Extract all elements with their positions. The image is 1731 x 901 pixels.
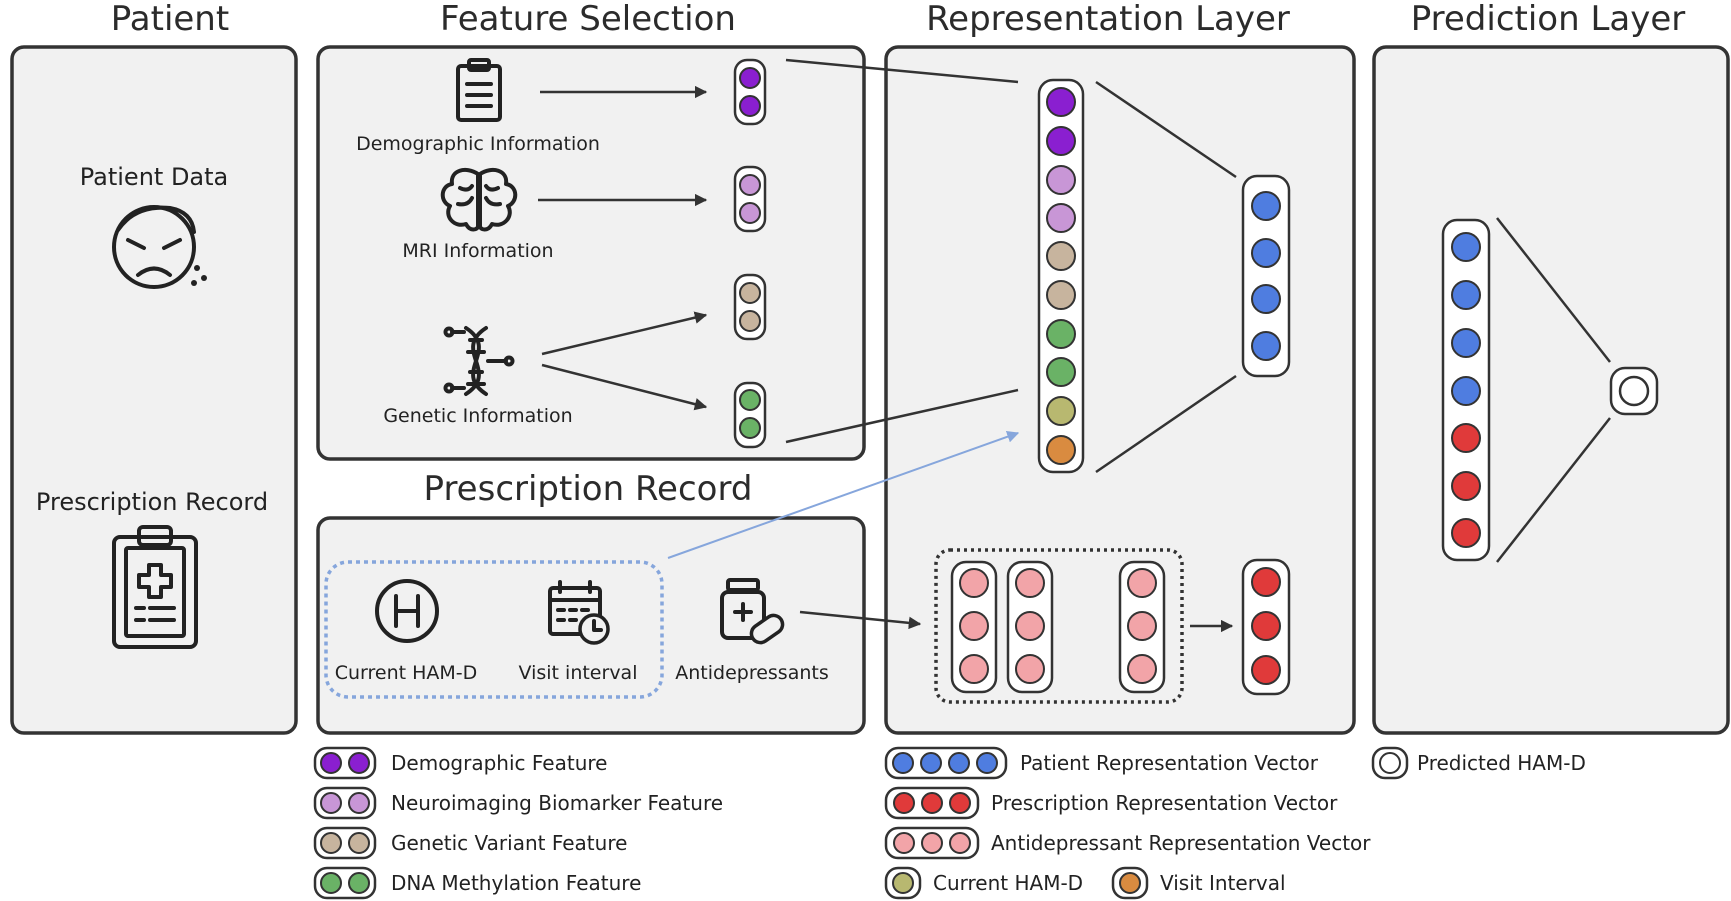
legend-label: Patient Representation Vector: [1020, 751, 1319, 775]
neuroimaging-feature-vector: [733, 165, 767, 233]
antidepressant-arrow: [799, 610, 922, 630]
clipboard-icon: [456, 58, 502, 122]
edge-demographic-to-concat: [785, 58, 1019, 84]
antidepressants-label: Antidepressants: [675, 662, 829, 684]
legend-item-prescription-rep: Prescription Representation Vector: [884, 786, 1338, 820]
representation-layer-panel: [884, 45, 1356, 735]
calendar-clock-icon: [548, 580, 610, 645]
legend-item-neuroimaging: Neuroimaging Biomarker Feature: [313, 786, 723, 820]
current-hamd-label: Current HAM-D: [335, 662, 478, 684]
genetic-variant-arrow: [541, 311, 708, 356]
feature-selection-panel: [316, 45, 866, 461]
antidepressant-vector-3: [1118, 560, 1166, 694]
edge-to-output-bottom: [1496, 417, 1611, 563]
patient-panel: [10, 45, 298, 735]
legend-item-predicted-hamd: Predicted HAM-D: [1371, 746, 1586, 780]
sick-face-icon: [112, 205, 207, 289]
dna-helix-icon: [443, 326, 515, 396]
clipboard-medical-icon: [112, 525, 198, 649]
antidepressant-group-box: [934, 548, 1184, 704]
patient-representation-vector: [1241, 174, 1291, 378]
legend-label: Genetic Variant Feature: [391, 831, 627, 855]
legend-label: Predicted HAM-D: [1417, 751, 1586, 775]
legend-item-antidepressant-rep: Antidepressant Representation Vector: [884, 826, 1371, 860]
edge-methylation-to-concat: [785, 388, 1019, 444]
prescription-record-header: Prescription Record: [424, 469, 753, 509]
legend-label: Current HAM-D: [933, 871, 1083, 895]
patient-data-label: Patient Data: [80, 163, 229, 191]
dna-methylation-feature-vector: [733, 381, 767, 449]
legend-label: Neuroimaging Biomarker Feature: [391, 791, 723, 815]
patient-state-dashed-box: [324, 560, 664, 699]
edge-concat-top: [1095, 80, 1237, 179]
legend-label: Demographic Feature: [391, 751, 607, 775]
representation-layer-header: Representation Layer: [926, 0, 1290, 39]
legend-item-visit-interval: Visit Interval: [1111, 866, 1286, 900]
predicted-hamd-output-node: [1609, 366, 1659, 416]
prediction-layer-header: Prediction Layer: [1411, 0, 1686, 39]
legend-item-patient-rep: Patient Representation Vector: [884, 746, 1319, 780]
patient-header: Patient: [111, 0, 229, 39]
prescription-record-label: Prescription Record: [36, 488, 268, 516]
visit-interval-label: Visit interval: [519, 662, 638, 684]
antidepressant-vector-2: [1006, 560, 1054, 694]
combined-representation-vector: [1441, 218, 1491, 562]
legend-item-current-hamd: Current HAM-D: [884, 866, 1083, 900]
feature-selection-header: Feature Selection: [440, 0, 736, 39]
prescription-representation-vector: [1241, 558, 1291, 696]
brain-icon: [440, 167, 518, 232]
legend-item-dna-methylation: DNA Methylation Feature: [313, 866, 641, 900]
demographic-feature-vector: [733, 58, 767, 126]
legend-label: Antidepressant Representation Vector: [991, 831, 1371, 855]
legend-label: Visit Interval: [1160, 871, 1286, 895]
legend: Demographic Feature Neuroimaging Biomark…: [313, 746, 1586, 900]
mri-information-label: MRI Information: [402, 240, 553, 262]
patient-state-arrow: [667, 430, 1020, 559]
antidepressant-vector-1: [950, 560, 998, 694]
legend-label: DNA Methylation Feature: [391, 871, 641, 895]
genetic-information-label: Genetic Information: [383, 405, 572, 427]
hospital-h-icon: [375, 579, 439, 643]
edge-concat-bottom: [1095, 374, 1237, 474]
medicine-bottle-icon: [720, 578, 785, 645]
concatenated-feature-vector: [1037, 78, 1085, 474]
legend-item-demographic: Demographic Feature: [313, 746, 607, 780]
genetic-variant-feature-vector: [733, 273, 767, 341]
legend-label: Prescription Representation Vector: [991, 791, 1338, 815]
demographic-information-label: Demographic Information: [356, 133, 600, 155]
methylation-arrow: [541, 363, 708, 411]
edge-to-output-top: [1496, 217, 1611, 363]
prediction-layer-panel: [1372, 45, 1730, 735]
legend-item-genetic-variant: Genetic Variant Feature: [313, 826, 627, 860]
